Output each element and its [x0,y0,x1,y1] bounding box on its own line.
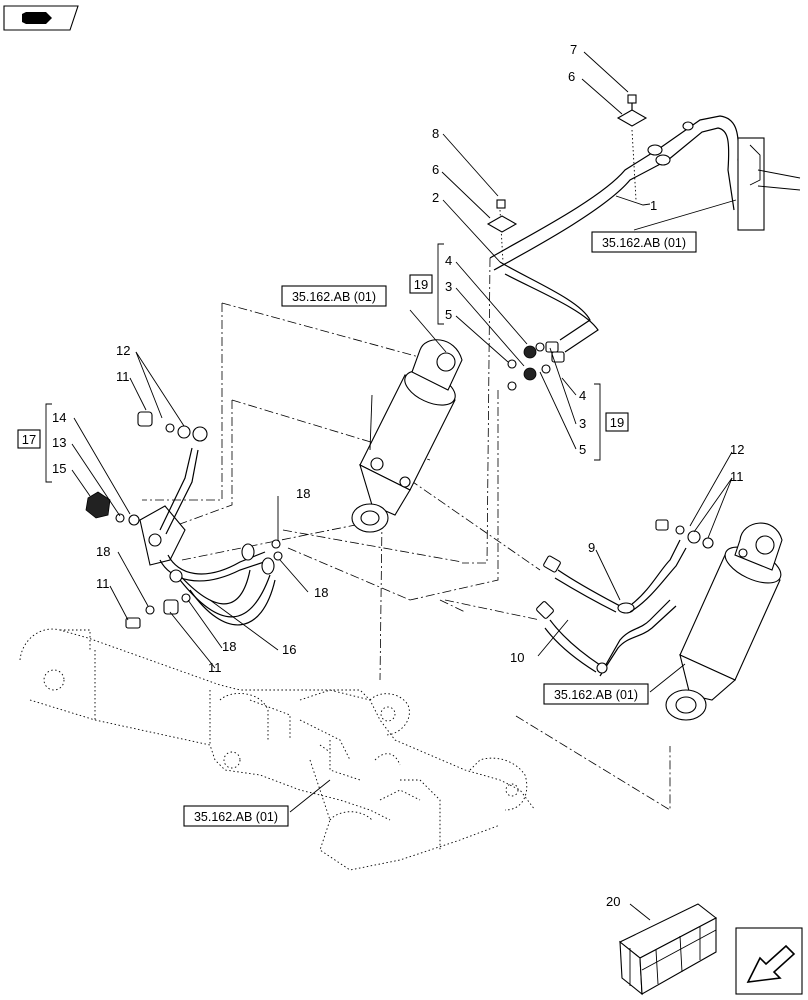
callout-2: 2 [432,190,439,205]
book-pages-icon[interactable] [3,5,79,31]
callout-4-right: 4 [579,388,586,403]
callout-3-right: 3 [579,416,586,431]
callout-3-top: 3 [445,279,452,294]
group-box-19-top[interactable]: 19 [409,274,433,294]
callout-12-right: 12 [730,442,744,457]
callout-6-mid: 6 [432,162,439,177]
group-number: 17 [22,432,36,447]
callout-numbers: 7 6 8 6 2 1 4 3 5 4 3 5 12 11 14 13 15 1… [52,42,744,909]
callout-11-right: 11 [730,469,744,484]
callout-16: 16 [282,642,296,657]
tube-assembly-top [489,115,801,353]
ref-box-frame[interactable]: 35.162.AB (01) [183,805,289,827]
callout-6-top: 6 [568,69,575,84]
callout-18-left: 18 [96,544,110,559]
group-number: 19 [414,277,428,292]
crate-box-icon [618,903,718,996]
callout-4-top: 4 [445,253,452,268]
hydraulic-cylinder-left [351,339,463,533]
callout-18-top: 18 [296,486,310,501]
callout-11-left: 11 [116,369,130,384]
callout-18-bottom: 18 [222,639,236,654]
hose-9 [543,539,687,614]
ref-box-left-cylinder[interactable]: 35.162.AB (01) [281,285,387,307]
projection-lines [142,257,671,811]
callout-12-left: 12 [116,343,130,358]
ref-box-label: 35.162.AB (01) [554,688,638,702]
fittings-left [85,411,283,629]
ref-box-label: 35.162.AB (01) [194,810,278,824]
group-box-19-right[interactable]: 19 [605,412,629,432]
loader-frame [19,628,536,871]
clamp-plate-6-top [616,109,648,127]
leader-lines [71,51,737,921]
callout-10: 10 [510,650,524,665]
clamp-plate-6-mid [486,215,518,233]
bolt-7 [627,94,637,110]
tube-bracket-left [139,426,271,582]
callout-11-lower: 11 [96,576,110,591]
bolt-8 [496,199,506,209]
callout-15: 15 [52,461,66,476]
callout-20: 20 [606,894,620,909]
ref-box-right-cylinder[interactable]: 35.162.AB (01) [543,683,649,705]
ref-box-label: 35.162.AB (01) [602,236,686,250]
arrow-bottom-left-icon[interactable] [735,927,803,995]
callout-14: 14 [52,410,66,425]
group-bracket-19-right [594,383,601,461]
callout-18-right: 18 [314,585,328,600]
hydraulic-cylinder-right [665,522,783,721]
group-box-17[interactable]: 17 [17,429,41,449]
callout-13: 13 [52,435,66,450]
callout-11-bottom: 11 [208,660,222,675]
fittings-19-group [507,341,565,391]
ref-box-top-right[interactable]: 35.162.AB (01) [591,231,697,253]
callout-1: 1 [650,198,657,213]
fittings-right [655,519,714,549]
group-number: 19 [610,415,624,430]
callout-5-right: 5 [579,442,586,457]
callout-7: 7 [570,42,577,57]
callout-9: 9 [588,540,595,555]
callout-8: 8 [432,126,439,141]
callout-5-top: 5 [445,307,452,322]
group-bracket-17 [45,403,52,483]
ref-box-label: 35.162.AB (01) [292,290,376,304]
group-bracket-19-top [437,243,444,325]
hose-16 [169,543,276,626]
hose-10 [536,599,677,677]
